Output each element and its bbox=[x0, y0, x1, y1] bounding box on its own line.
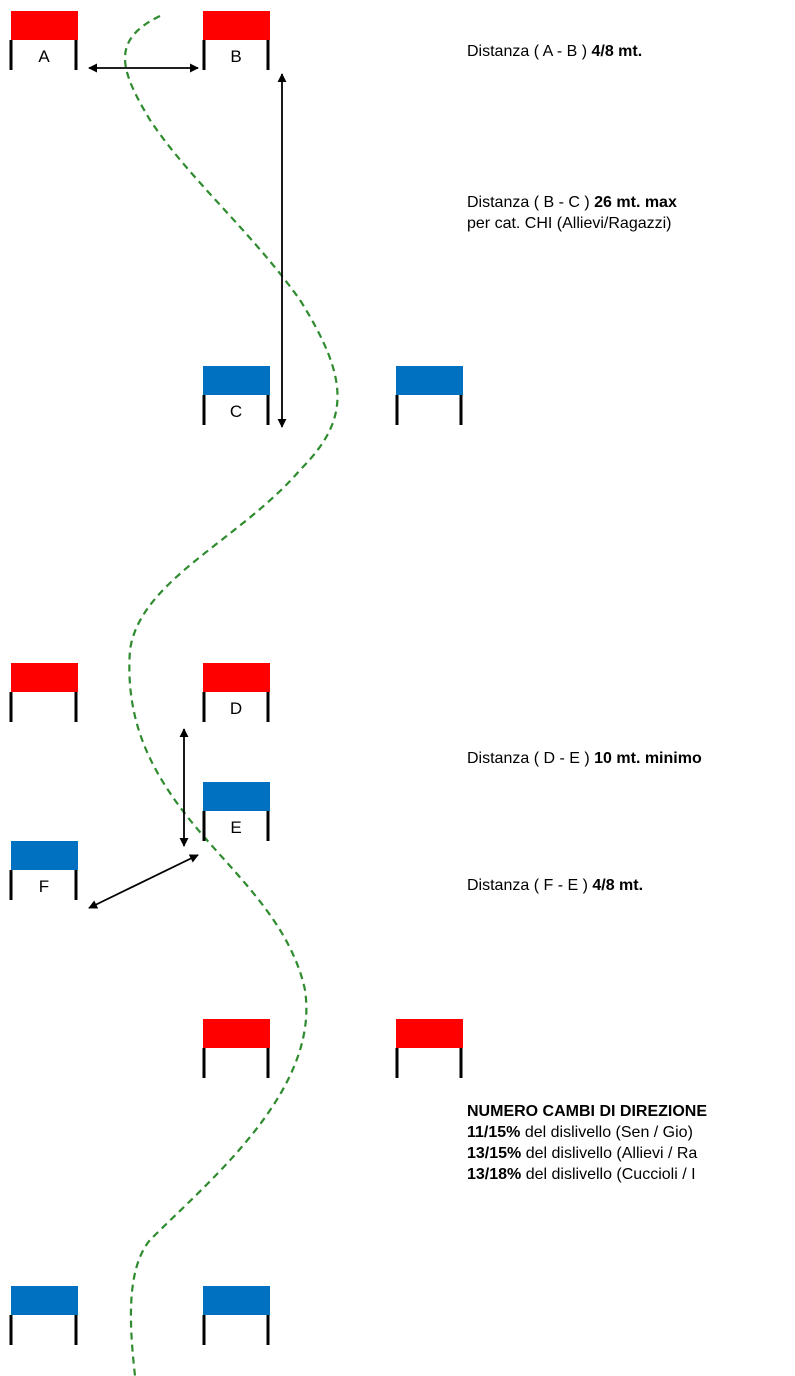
direction-changes-row: 11/15% del dislivello (Sen / Gio) bbox=[467, 1124, 693, 1141]
gate-c-label: C bbox=[230, 402, 242, 421]
gate-row5-left-flag bbox=[203, 1019, 270, 1048]
gate-row6-right-flag bbox=[203, 1286, 270, 1315]
gate-row6-left-flag bbox=[11, 1286, 78, 1315]
gate-b: B bbox=[202, 11, 270, 70]
gate-row6-right bbox=[202, 1286, 270, 1345]
direction-changes-block: NUMERO CAMBI DI DIREZIONE 11/15% del dis… bbox=[467, 1101, 795, 1185]
annotation-b-c-prefix: Distanza ( B - C ) bbox=[467, 194, 595, 211]
gate-b-flag bbox=[203, 11, 270, 40]
gate-c-flag bbox=[203, 366, 270, 395]
gate-row6-left bbox=[9, 1286, 78, 1345]
gate-d: D bbox=[202, 663, 270, 722]
annotation-f-e-value: 4/8 mt. bbox=[592, 877, 644, 894]
annotation-f-e: Distanza ( F - E ) 4/8 mt. bbox=[467, 876, 643, 896]
gate-d-label: D bbox=[230, 699, 242, 718]
arrow-f-e bbox=[88, 854, 199, 909]
gate-a-flag bbox=[11, 11, 78, 40]
gate-f: F bbox=[9, 841, 78, 900]
annotation-b-c-line2: per cat. CHI (Allievi/Ragazzi) bbox=[467, 215, 672, 232]
annotation-a-b-prefix: Distanza ( A - B ) bbox=[467, 43, 592, 60]
gate-e-label: E bbox=[230, 818, 241, 837]
gate-e: E bbox=[202, 782, 270, 841]
annotation-d-e: Distanza ( D - E ) 10 mt. minimo bbox=[467, 749, 702, 769]
direction-changes-title: NUMERO CAMBI DI DIREZIONE bbox=[467, 1103, 707, 1120]
racing-line-path bbox=[124, 15, 339, 1376]
gate-e-flag bbox=[203, 782, 270, 811]
gate-c-pair-flag bbox=[396, 366, 463, 395]
gate-b-label: B bbox=[230, 47, 241, 66]
gate-row5-right-flag bbox=[396, 1019, 463, 1048]
gate-row3-left-flag bbox=[11, 663, 78, 692]
gate-row5-left bbox=[202, 1019, 270, 1078]
annotation-a-b: Distanza ( A - B ) 4/8 mt. bbox=[467, 42, 642, 62]
direction-changes-row: 13/15% del dislivello (Allievi / Ra bbox=[467, 1145, 698, 1162]
gate-f-flag bbox=[11, 841, 78, 870]
gate-c-pair bbox=[395, 366, 463, 425]
annotation-f-e-prefix: Distanza ( F - E ) bbox=[467, 877, 593, 894]
direction-changes-row: 13/18% del dislivello (Cuccioli / I bbox=[467, 1166, 696, 1183]
gate-f-label: F bbox=[39, 877, 49, 896]
annotation-a-b-value: 4/8 mt. bbox=[591, 43, 643, 60]
annotation-d-e-prefix: Distanza ( D - E ) bbox=[467, 750, 595, 767]
gate-d-flag bbox=[203, 663, 270, 692]
annotation-b-c-value: 26 mt. max bbox=[594, 194, 677, 211]
gate-a-label: A bbox=[38, 47, 50, 66]
annotation-b-c: Distanza ( B - C ) 26 mt. max per cat. C… bbox=[467, 192, 677, 234]
gate-c: C bbox=[202, 366, 270, 425]
gate-row3-left bbox=[9, 663, 78, 722]
gate-a: A bbox=[9, 11, 78, 70]
annotation-d-e-value: 10 mt. minimo bbox=[594, 750, 702, 767]
gate-row5-right bbox=[395, 1019, 463, 1078]
